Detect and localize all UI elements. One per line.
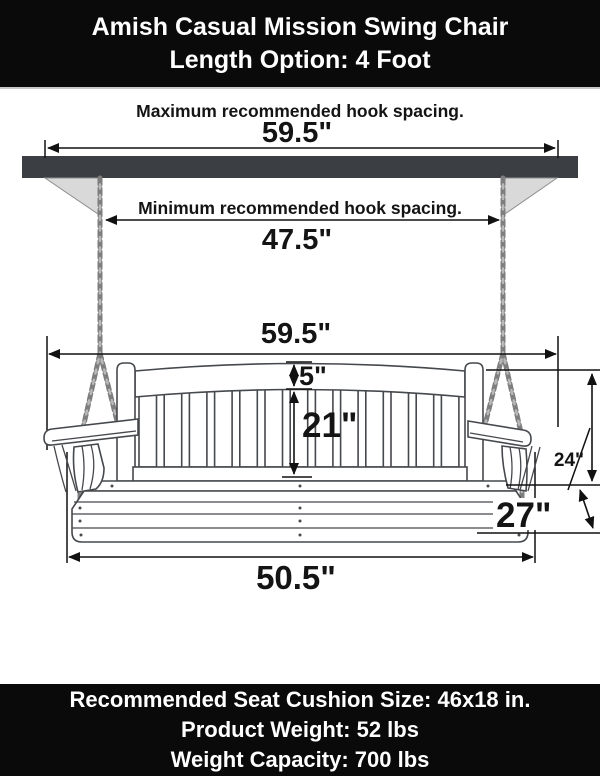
- dim-side-height: 24": [486, 369, 600, 491]
- side-height-value: 24": [554, 450, 584, 471]
- footer-banner: Recommended Seat Cushion Size: 46x18 in.…: [0, 684, 600, 776]
- header-banner: Amish Casual Mission Swing Chair Length …: [0, 0, 600, 89]
- right-hook-range-triangle: [501, 177, 559, 217]
- dim-top-rail: 5": [286, 361, 327, 391]
- left-chain: [77, 175, 122, 521]
- dim-seat-base-width: 50.5": [68, 552, 534, 596]
- seat-apron-boards: [72, 501, 528, 529]
- overall-width-value: 59.5": [261, 318, 331, 350]
- length-option: Length Option: 4 Foot: [169, 45, 431, 74]
- ceiling-beam: [22, 156, 578, 178]
- swing-chair-drawing: [43, 362, 541, 543]
- min-hook-spacing-label: Minimum recommended hook spacing.: [138, 198, 462, 218]
- dim-overall-depth: 27": [477, 489, 600, 535]
- back-slats: [138, 387, 460, 468]
- min-hook-spacing-value: 47.5": [262, 224, 332, 256]
- seat-base-width-value: 50.5": [256, 559, 336, 596]
- dim-max-hook-spacing: Maximum recommended hook spacing. 59.5": [44, 101, 559, 158]
- cushion-size-text: Recommended Seat Cushion Size: 46x18 in.: [69, 687, 531, 712]
- product-title: Amish Casual Mission Swing Chair: [91, 12, 509, 41]
- max-hook-spacing-value: 59.5": [262, 117, 332, 149]
- left-armrest: [43, 418, 139, 493]
- bottom-back-rail: [132, 466, 468, 482]
- left-hook-range-triangle: [43, 177, 102, 217]
- weight-capacity-text: Weight Capacity: 700 lbs: [170, 747, 430, 772]
- max-hook-spacing-label: Maximum recommended hook spacing.: [136, 101, 464, 121]
- right-chain: [481, 175, 525, 521]
- dim-overall-width: 59.5": [48, 318, 557, 359]
- product-weight-text: Product Weight: 52 lbs: [181, 717, 419, 742]
- overall-depth-value: 27": [496, 496, 552, 535]
- dim-back-slats: 21": [282, 391, 358, 478]
- right-armrest: [467, 420, 541, 492]
- dim-min-hook-spacing: Minimum recommended hook spacing. 47.5": [105, 198, 500, 256]
- back-slat-height-value: 21": [302, 406, 358, 445]
- top-rail-height-value: 5": [299, 361, 327, 391]
